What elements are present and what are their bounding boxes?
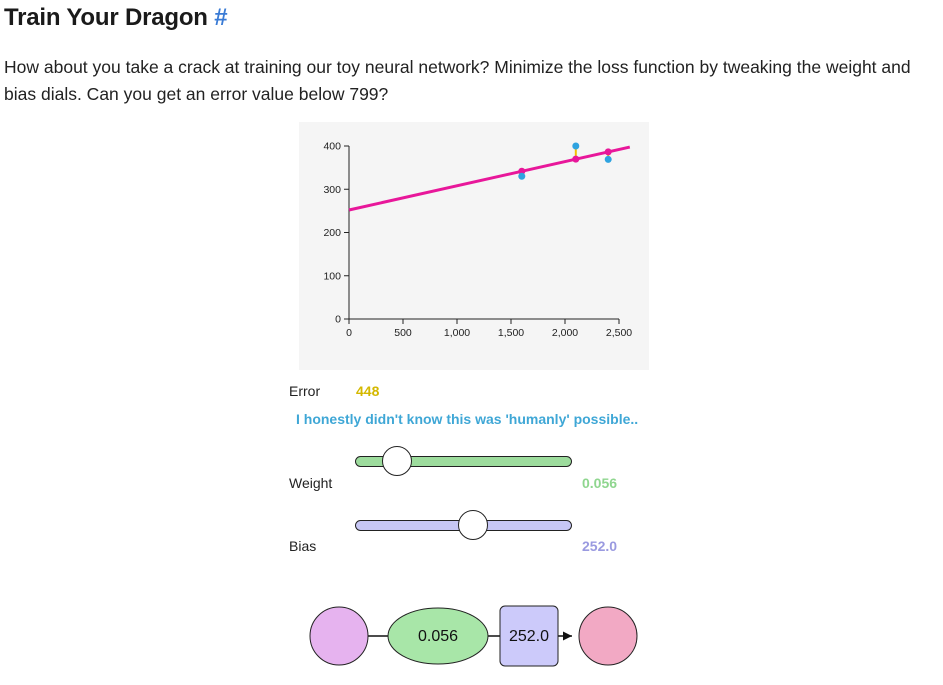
anchor-link[interactable]: #	[214, 4, 228, 31]
feedback-message: I honestly didn't know this was 'humanly…	[296, 411, 639, 427]
weight-node	[387, 607, 489, 665]
network-diagram: 0.056 252.0	[309, 605, 638, 667]
x-tick-label: 0	[346, 327, 352, 339]
y-tick-label: 200	[323, 227, 341, 239]
weight-node-text: 0.056	[418, 628, 458, 645]
prediction-point	[518, 167, 526, 175]
bias-value: 252.0	[582, 538, 618, 554]
x-tick-label: 500	[394, 327, 412, 339]
chart-panel: 0 100 200 300 400 0 500 1,000 1,500 2,000 2,500	[299, 122, 649, 370]
scatter-chart: 0 100 200 300 400 0 500 1,000 1,500 2,000 2,500	[323, 141, 632, 340]
weight-slider-knob[interactable]	[382, 446, 413, 476]
data-point	[572, 142, 580, 150]
bias-slider-knob[interactable]	[458, 510, 489, 540]
input-node	[309, 606, 369, 666]
data-point	[604, 155, 612, 163]
error-value: 448	[356, 383, 380, 399]
y-tick-label: 400	[323, 141, 341, 153]
data-point	[518, 172, 526, 180]
x-tick-label: 2,500	[606, 327, 632, 339]
x-tick-label: 1,500	[498, 327, 524, 339]
output-node	[578, 606, 638, 666]
page-title-text: Train Your Dragon	[4, 4, 208, 31]
y-tick-label: 100	[323, 270, 341, 282]
x-tick-label: 2,000	[552, 327, 578, 339]
weight-slider[interactable]	[355, 446, 572, 476]
weight-label: Weight	[289, 475, 333, 491]
weight-value: 0.056	[582, 475, 618, 491]
prediction-point	[572, 155, 580, 163]
bias-node-text: 252.0	[509, 628, 549, 645]
bias-slider[interactable]	[355, 510, 572, 540]
bias-node	[499, 605, 559, 667]
prediction-point	[604, 148, 612, 156]
x-tick-label: 1,000	[444, 327, 470, 339]
bias-label: Bias	[289, 538, 317, 554]
y-tick-label: 300	[323, 184, 341, 196]
y-tick-label: 0	[335, 314, 341, 326]
error-label: Error	[289, 383, 321, 399]
regression-line	[348, 145, 631, 212]
intro-paragraph: How about you take a crack at training o…	[4, 57, 911, 104]
page-title: Train Your Dragon #	[4, 4, 228, 32]
